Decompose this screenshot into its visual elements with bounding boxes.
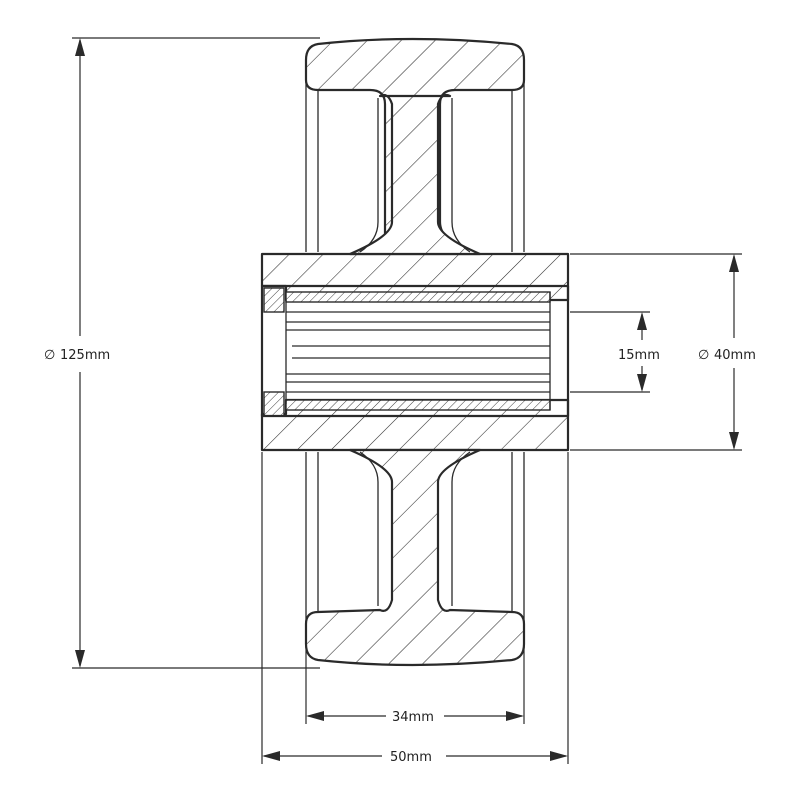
washer-lower [263, 391, 285, 417]
washer-upper [263, 287, 285, 313]
dim-outer-diameter: ∅ 125mm [44, 37, 320, 669]
dim-tread-width: 34mm [305, 624, 525, 725]
web-lower [304, 448, 526, 667]
label-hub-diameter: 40mm [714, 348, 756, 363]
dim-hub-diameter: ∅ 40mm [570, 253, 756, 451]
label-outer-diameter: 125mm [60, 348, 110, 363]
web-upper [348, 93, 482, 256]
bearing-assembly [260, 284, 570, 418]
label-outer-diameter-symbol: ∅ [44, 348, 55, 363]
bore-box [260, 284, 570, 418]
label-hub-diameter-symbol: ∅ [698, 348, 709, 363]
label-hub-length: 50mm [390, 750, 432, 765]
dim-hub-length: 50mm [261, 452, 569, 765]
dim-bore: 15mm [570, 311, 660, 393]
label-tread-width: 34mm [392, 710, 434, 725]
wheel-lower-section [260, 398, 570, 667]
bearing-ring-upper [285, 291, 551, 303]
rim-outlines [305, 80, 525, 624]
wheel-upper-section [260, 37, 570, 302]
bearing-ring-lower [285, 399, 551, 411]
label-bore: 15mm [618, 348, 660, 363]
